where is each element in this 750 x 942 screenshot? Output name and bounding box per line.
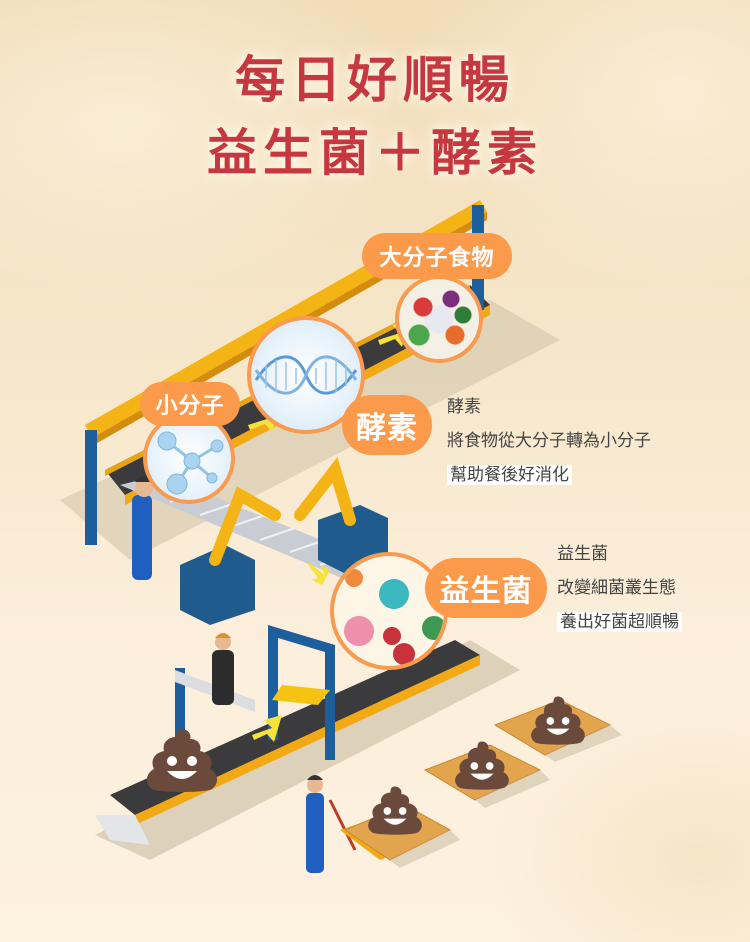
large-molecule-food-badge: 大分子食物: [362, 233, 512, 279]
enzyme-note-heading: 酵素: [447, 397, 481, 417]
enzyme-note-line-1: 將食物從大分子轉為小分子: [447, 431, 651, 451]
probiotic-note-line-2: 養出好菌超順暢: [557, 612, 682, 632]
enzyme-badge: 酵素: [342, 395, 432, 455]
vegetables-food-circle: [395, 275, 483, 363]
poop-emoji-icon: [146, 729, 218, 792]
enzyme-note-line-2: 幫助餐後好消化: [447, 465, 572, 485]
title-line-2: 益生菌＋酵素: [207, 124, 543, 182]
poop-emoji-icon: [455, 741, 509, 790]
title-line-1: 每日好順暢: [235, 51, 515, 109]
bacteria-icon: [344, 569, 444, 665]
enzyme-note: 酵素 將食物從大分子轉為小分子 幫助餐後好消化: [447, 390, 651, 492]
poop-emoji-icon: [531, 696, 585, 745]
probiotic-note-heading: 益生菌: [557, 544, 608, 564]
molecule-circle: [143, 412, 235, 504]
probiotics-badge: 益生菌: [425, 558, 547, 618]
probiotic-note-line-1: 改變細菌叢生態: [557, 578, 676, 598]
dna-helix-icon: [254, 355, 358, 395]
poop-emoji-icon: [368, 786, 422, 835]
probiotic-note: 益生菌 改變細菌叢生態 養出好菌超順暢: [557, 537, 682, 639]
bacteria-circle: [330, 552, 448, 670]
small-molecule-badge: 小分子: [140, 382, 240, 426]
molecule-icon: [157, 431, 224, 495]
